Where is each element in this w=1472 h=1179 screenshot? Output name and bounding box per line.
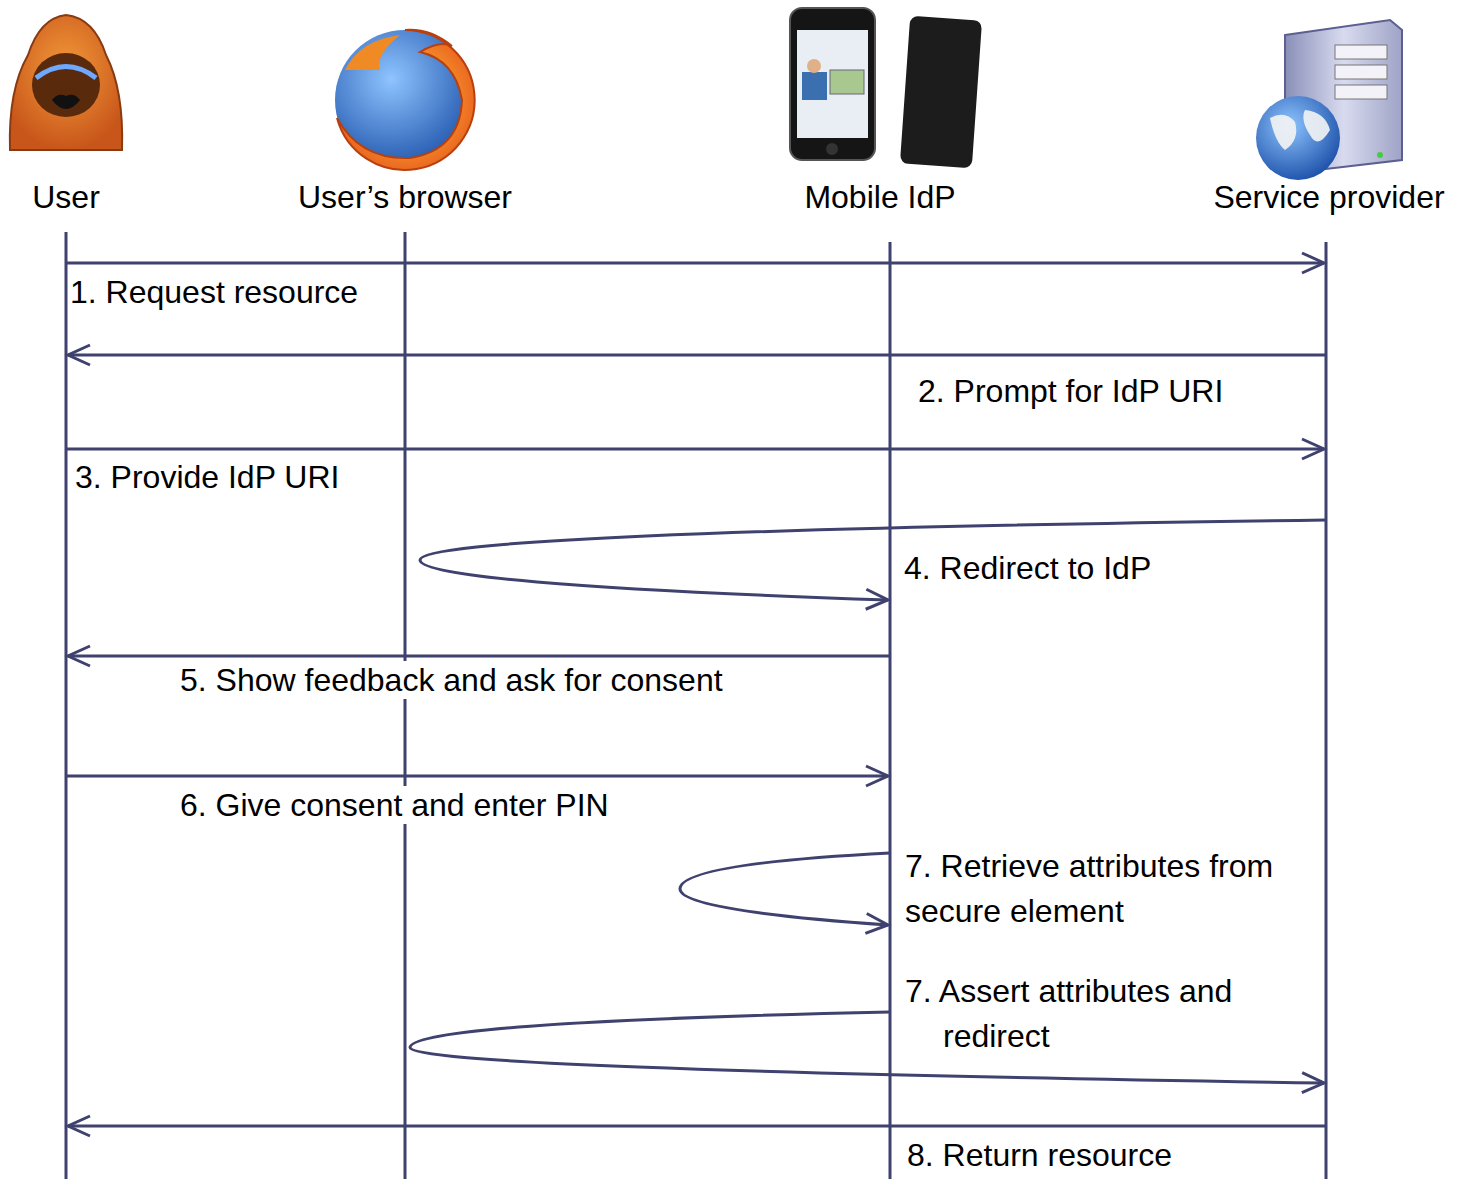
message-label: 8. Return resource <box>907 1136 1172 1174</box>
message-label: 1. Request resource <box>70 273 358 311</box>
participant: Service provider <box>1213 178 1444 216</box>
message-arrow <box>67 439 1324 459</box>
participant-label: User’s browser <box>298 178 512 216</box>
lifelines <box>66 232 1326 1179</box>
participant-label: Mobile IdP <box>804 178 955 216</box>
participant-label: Service provider <box>1213 178 1444 216</box>
message-label: 5. Show feedback and ask for consent <box>180 661 723 699</box>
message-label: 7. Retrieve attributes from secure eleme… <box>905 844 1275 934</box>
participant: Mobile IdP <box>804 178 955 216</box>
user-icon <box>10 15 122 150</box>
message-arrow <box>67 253 1324 273</box>
message-label: 4. Redirect to IdP <box>904 549 1151 587</box>
browser-icon <box>335 30 475 170</box>
message-label: 7. Assert attributes and redirect <box>905 969 1288 1059</box>
message-arrow <box>420 520 1326 609</box>
message-label: 6. Give consent and enter PIN <box>180 786 609 824</box>
message-arrow <box>67 766 888 786</box>
message-arrow <box>68 345 1325 365</box>
message-label: 2. Prompt for IdP URI <box>918 372 1223 410</box>
participant: User <box>32 178 100 216</box>
participant-label: User <box>32 178 100 216</box>
service-provider-icon <box>1256 20 1402 180</box>
message-arrow <box>68 1116 1325 1136</box>
message-arrow <box>680 853 890 933</box>
mobile-idp-icon <box>790 8 982 168</box>
message-label: 3. Provide IdP URI <box>75 458 339 496</box>
participant: User’s browser <box>298 178 512 216</box>
